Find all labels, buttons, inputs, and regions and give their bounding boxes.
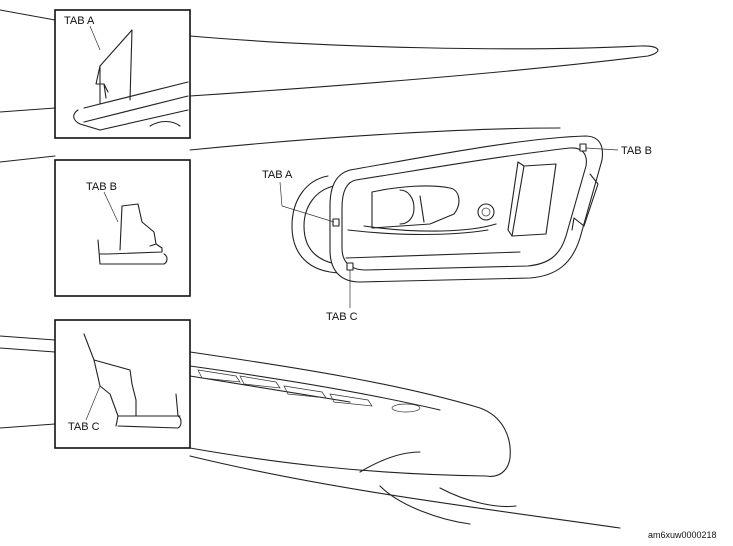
inset-tab-a-label: TAB A bbox=[64, 15, 95, 27]
door-handle-assembly bbox=[291, 135, 604, 283]
door-panel-upper bbox=[0, 9, 659, 163]
main-leader-lines bbox=[279, 147, 619, 308]
armrest-lower-trim bbox=[0, 335, 621, 529]
tab-c-label: TAB C bbox=[326, 311, 358, 323]
tab-b-marker bbox=[579, 143, 587, 152]
inset-tab-b: TAB B bbox=[54, 159, 191, 297]
tab-a-marker bbox=[332, 218, 340, 227]
figure-code: am6xuw0000218 bbox=[648, 530, 717, 540]
tab-b-label: TAB B bbox=[621, 145, 652, 157]
inset-tab-c-label: TAB C bbox=[68, 421, 100, 433]
inset-tab-b-label: TAB B bbox=[86, 181, 117, 193]
tab-a-label: TAB A bbox=[262, 169, 293, 181]
inset-tab-a: TAB A bbox=[54, 9, 191, 139]
tab-c-marker bbox=[346, 262, 354, 271]
inset-tab-c: TAB C bbox=[54, 319, 191, 449]
